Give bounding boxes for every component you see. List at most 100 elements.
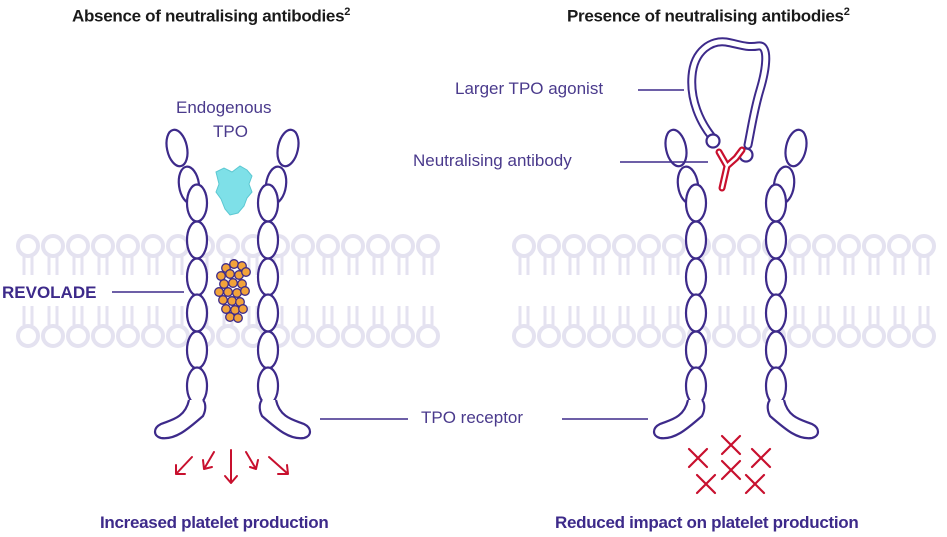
agonist-binding-site-icon <box>705 133 721 149</box>
lipid-head <box>41 324 65 348</box>
lipid-tail <box>518 306 530 325</box>
lipid-tail <box>668 256 680 275</box>
receptor-domain <box>256 220 280 260</box>
lipid-head <box>141 324 165 348</box>
lipid-tail <box>397 306 409 325</box>
lipid-tail <box>122 306 134 325</box>
lipid-head <box>512 234 536 258</box>
receptor-domain <box>764 220 788 260</box>
lipid-head <box>862 234 886 258</box>
lipid-head <box>391 234 415 258</box>
lipid-tail <box>422 256 434 275</box>
revolade-atom <box>225 312 235 322</box>
lipid-tail <box>543 306 555 325</box>
lipid-head <box>587 234 611 258</box>
revolade-atom <box>232 288 242 298</box>
lipid-tail <box>72 306 84 325</box>
receptor-foot <box>652 399 706 440</box>
lipid-head <box>366 234 390 258</box>
lipid-tail <box>172 306 184 325</box>
revolade-atom <box>219 279 229 289</box>
lipid-head <box>316 234 340 258</box>
receptor-domain <box>684 330 708 370</box>
right-panel-title: Presence of neutralising antibodies2 <box>567 6 850 26</box>
lipid-tail <box>97 256 109 275</box>
lipid-head <box>316 324 340 348</box>
lipid-tail <box>918 306 930 325</box>
lipid-head <box>787 324 811 348</box>
revolade-atom <box>240 286 250 296</box>
lipid-head <box>662 234 686 258</box>
lipid-head <box>537 324 561 348</box>
lipid-head <box>662 324 686 348</box>
revolade-atom <box>225 269 235 279</box>
receptor-domain <box>185 183 209 223</box>
lipid-tail <box>718 306 730 325</box>
lipid-tail <box>793 256 805 275</box>
lipid-head <box>166 234 190 258</box>
lipid-tail <box>793 306 805 325</box>
signal-arrows-icon <box>175 449 289 484</box>
lipid-head <box>862 324 886 348</box>
lipid-tail <box>718 256 730 275</box>
receptor-domain <box>764 330 788 370</box>
lipid-head <box>612 234 636 258</box>
larger-tpo-agonist-icon <box>687 37 771 150</box>
lipid-head <box>637 324 661 348</box>
receptor-domain <box>664 128 688 168</box>
receptor-domain <box>165 128 189 168</box>
lipid-head <box>91 234 115 258</box>
lipid-head <box>366 324 390 348</box>
receptor-domain <box>764 257 788 297</box>
lipid-tail <box>297 306 309 325</box>
lipid-head <box>66 234 90 258</box>
lipid-tail <box>568 256 580 275</box>
lipid-tail <box>322 256 334 275</box>
lipid-head <box>291 234 315 258</box>
lipid-tail <box>743 256 755 275</box>
lipid-tail <box>593 306 605 325</box>
lipid-tail <box>122 256 134 275</box>
right-footer: Reduced impact on platelet production <box>555 513 859 532</box>
lipid-head <box>66 324 90 348</box>
left-panel-title: Absence of neutralising antibodies2 <box>72 6 351 26</box>
revolade-atom <box>241 267 251 277</box>
receptor-domain <box>185 366 209 406</box>
tpo-receptor-right <box>652 128 820 440</box>
lipid-tail <box>543 256 555 275</box>
lipid-head <box>116 234 140 258</box>
revolade-atom <box>238 304 248 314</box>
lipid-head <box>912 324 936 348</box>
revolade-label: REVOLADE <box>2 283 97 302</box>
receptor-foot <box>766 399 820 440</box>
lipid-tail <box>593 256 605 275</box>
lipid-tail <box>818 306 830 325</box>
tpo-receptor-left <box>153 128 312 440</box>
lipid-head <box>562 234 586 258</box>
lipid-head <box>612 324 636 348</box>
lipid-tail <box>893 256 905 275</box>
lipid-tail <box>843 256 855 275</box>
endogenous-tpo-label: Endogenous <box>176 98 272 117</box>
receptor-domain <box>256 293 280 333</box>
left-footer: Increased platelet production <box>100 513 329 532</box>
lipid-head <box>91 324 115 348</box>
revolade-atom <box>233 313 243 323</box>
lipid-head <box>712 324 736 348</box>
receptor-domain <box>185 220 209 260</box>
lipid-head <box>416 324 440 348</box>
revolade-atom <box>223 287 233 297</box>
tpo-receptor-label: TPO receptor <box>421 408 524 427</box>
lipid-head <box>16 324 40 348</box>
revolade-molecule-icon <box>214 259 251 323</box>
revolade-atom <box>229 259 239 269</box>
receptor-foot <box>153 399 207 440</box>
larger-tpo-agonist-label: Larger TPO agonist <box>455 79 604 98</box>
receptor-domain <box>276 128 300 168</box>
lipid-head <box>537 234 561 258</box>
lipid-head <box>887 234 911 258</box>
blocked-signal-crosses-icon <box>687 434 772 495</box>
lipid-head <box>787 234 811 258</box>
lipid-head <box>712 234 736 258</box>
